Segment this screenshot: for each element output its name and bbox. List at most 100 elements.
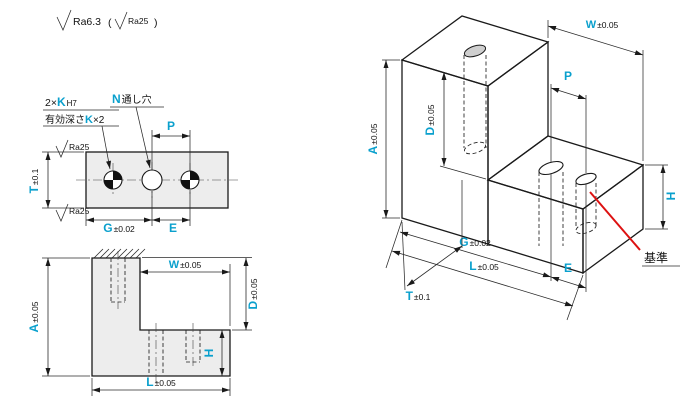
dim-P-label: P xyxy=(167,119,175,133)
dim-tolerance: ±0.05 xyxy=(155,378,176,388)
ground-hatch xyxy=(93,248,146,259)
dim-letter: G xyxy=(459,235,468,249)
roughness-value: Ra25 xyxy=(69,206,90,216)
dim-tolerance: ±0.02 xyxy=(470,238,491,248)
dim-E-label: E xyxy=(564,261,572,275)
depth-suffix: ×2 xyxy=(93,115,105,126)
dim-H-label: H xyxy=(202,349,216,358)
dim-letter: W xyxy=(169,259,180,271)
dim-letter: P xyxy=(167,119,175,133)
n-through-hole xyxy=(141,169,163,191)
dim-D-label: D±0.05 xyxy=(423,104,437,135)
ext-line xyxy=(401,221,406,291)
dim-A-label: A±0.05 xyxy=(27,301,41,332)
k-fit: H7 xyxy=(67,99,78,108)
dim-T-plan: T±0.1 xyxy=(27,151,84,209)
dim-letter: T xyxy=(406,289,414,303)
dim-letter: G xyxy=(103,221,112,235)
dim-tolerance: ±0.02 xyxy=(114,224,135,234)
roughness-value: Ra25 xyxy=(69,142,90,152)
dim-letter: E xyxy=(564,261,572,275)
dim-A-iso: A±0.05 xyxy=(366,59,400,219)
dim-L-label: L±0.05 xyxy=(146,375,176,389)
hidden-hole-bottom xyxy=(575,221,597,235)
depth-prefix: 有効深さ xyxy=(45,113,85,126)
l-profile-outline xyxy=(91,257,231,377)
dim-H-front: H xyxy=(202,330,225,376)
roughness-symbol xyxy=(56,9,72,31)
dim-letter: D xyxy=(246,300,260,309)
dim-line xyxy=(550,87,587,100)
roughness-mark-top: Ra25 xyxy=(55,139,90,158)
dim-tolerance: ±0.1 xyxy=(414,292,431,302)
dim-letter: D xyxy=(423,126,437,135)
roughness-symbol-secondary xyxy=(114,11,128,30)
k-hole-right-opening xyxy=(575,172,597,186)
dim-L-label: L±0.05 xyxy=(469,259,499,273)
dim-tolerance: ±0.05 xyxy=(369,123,379,144)
dim-letter: H xyxy=(202,349,216,358)
surface-roughness-note: Ra6.3 ( Ra25 ) xyxy=(56,9,158,31)
dim-D-label: D±0.05 xyxy=(246,278,260,309)
n-hole-label: N通し穴 xyxy=(112,92,152,106)
dim-letter: P xyxy=(564,69,572,83)
dim-G-E-plan: G±0.02 E xyxy=(85,190,191,235)
dim-P-label: P xyxy=(564,69,572,83)
k-hole-left-opening xyxy=(463,44,487,58)
n-letter: N xyxy=(112,92,121,106)
dim-letter: H xyxy=(664,192,678,201)
datum-red-line xyxy=(589,191,641,251)
dim-T-label: T±0.1 xyxy=(27,168,41,193)
k-qty: 2× xyxy=(45,97,57,109)
dim-tolerance: ±0.05 xyxy=(426,104,436,125)
dim-D-front: D ±0.05 xyxy=(142,257,260,331)
dim-G-label: G±0.02 xyxy=(459,235,491,249)
roughness-symbol xyxy=(55,139,69,158)
dim-tolerance: ±0.05 xyxy=(30,301,40,322)
iso-holes xyxy=(463,44,597,246)
dim-letter: L xyxy=(469,259,476,273)
paren-open: ( xyxy=(108,17,112,29)
dim-G-label: G±0.02 xyxy=(103,221,135,235)
dim-W-label: W±0.05 xyxy=(169,259,202,271)
n-text: 通し穴 xyxy=(122,93,152,106)
dim-tolerance: ±0.05 xyxy=(597,20,618,30)
k-depth-label: 有効深さK×2 xyxy=(45,113,105,126)
datum-indicator: 基準 xyxy=(589,191,680,267)
dim-line xyxy=(547,25,644,56)
hidden-hole-bottom xyxy=(463,141,487,155)
dim-A-front: A±0.05 xyxy=(27,257,90,377)
dim-letter: A xyxy=(366,145,380,154)
roughness-mark-bottom: Ra25 xyxy=(55,203,90,222)
dim-L-front: L±0.05 xyxy=(91,375,231,396)
roughness-value-secondary: Ra25 xyxy=(128,16,149,26)
dim-D-iso: D±0.05 xyxy=(423,72,487,180)
ext-line xyxy=(439,165,487,180)
ext-line xyxy=(385,219,403,269)
leader-line xyxy=(135,106,151,169)
roughness-symbol xyxy=(55,203,69,222)
dim-letter: T xyxy=(27,185,41,193)
dim-H-label: H xyxy=(664,192,678,201)
dim-tolerance: ±0.05 xyxy=(478,262,499,272)
dim-P-iso: P xyxy=(550,69,587,173)
top-view: 2×KH7 有効深さK×2 N通し穴 Ra25 Ra25 T±0.1 xyxy=(27,92,238,235)
dim-letter: A xyxy=(27,323,41,332)
step-end-face xyxy=(582,163,644,275)
k-letter: K xyxy=(57,95,66,109)
leader-line xyxy=(101,125,111,170)
k-hole-callout: 2×KH7 有効深さK×2 xyxy=(43,95,119,170)
n-hole-callout: N通し穴 xyxy=(110,92,164,169)
k-hole-right-quadrant xyxy=(190,171,199,180)
dim-line xyxy=(406,245,463,287)
dim-W-front: W±0.05 xyxy=(140,259,231,326)
dim-E-label: E xyxy=(169,221,177,235)
front-view: A±0.05 W±0.05 D±0.05 H L±0.05 xyxy=(27,248,260,396)
dim-W-iso: W±0.05 xyxy=(547,19,644,161)
iso-view: A±0.05 D±0.05 W±0.05 P H xyxy=(366,15,680,321)
dim-T-iso: T±0.1 xyxy=(401,180,463,303)
dim-letter: L xyxy=(146,375,153,389)
k-hole-right-quadrant xyxy=(181,180,190,189)
dim-tolerance: ±0.05 xyxy=(180,260,201,270)
